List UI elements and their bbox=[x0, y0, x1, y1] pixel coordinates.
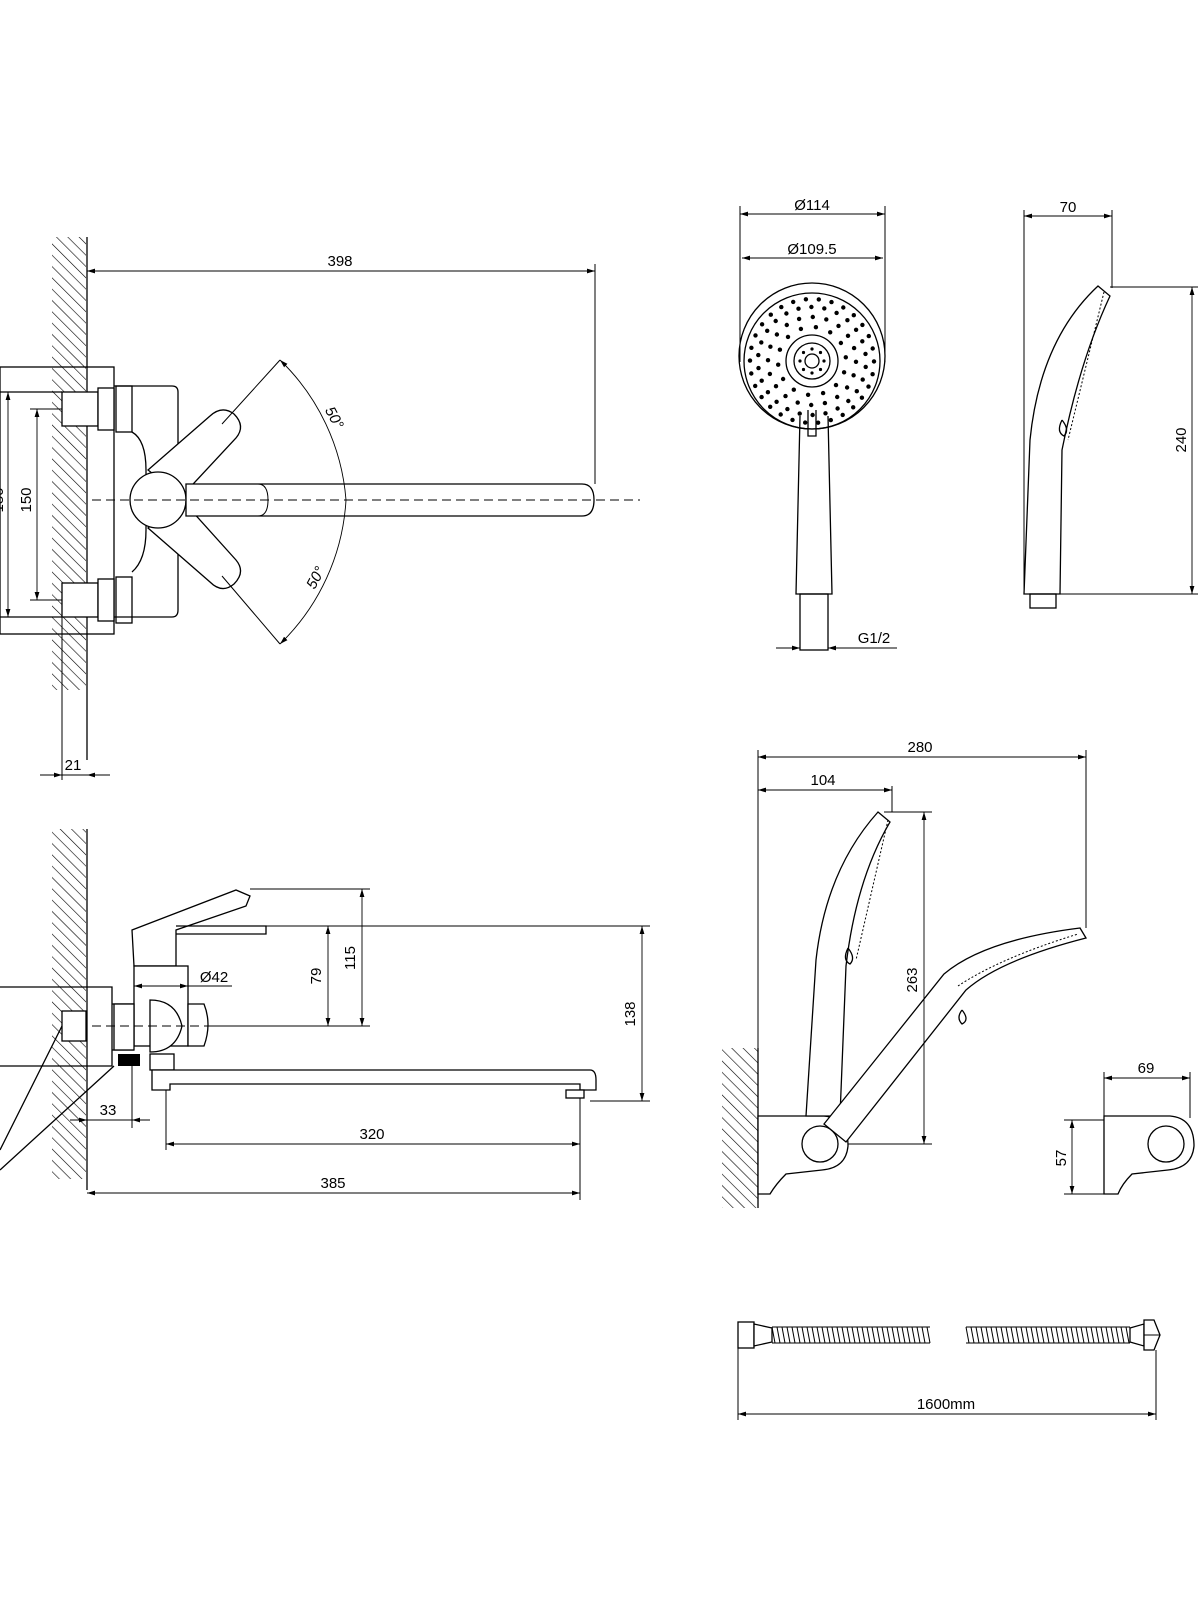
dim-79-label: 79 bbox=[308, 968, 325, 985]
wall-hatch-holder bbox=[722, 1048, 758, 1208]
bracket-detail-view bbox=[1064, 1072, 1195, 1195]
dim-150-label: 150 bbox=[18, 487, 35, 512]
shower-hose-view bbox=[737, 1319, 1161, 1420]
dim-398-label: 398 bbox=[327, 253, 352, 270]
dim-180-label: 180 bbox=[0, 487, 7, 512]
shower-head-side-view bbox=[1023, 210, 1198, 609]
dim-hose-label: 1600mm bbox=[917, 1396, 975, 1413]
dim-70-label: 70 bbox=[1060, 199, 1077, 216]
dim-115-label: 115 bbox=[342, 946, 359, 970]
dim-138-label: 138 bbox=[622, 1001, 639, 1026]
shower-holder-view bbox=[722, 750, 1088, 1208]
dim-angle-upper-label: 50° bbox=[321, 404, 347, 432]
mixer-top-view bbox=[0, 237, 640, 780]
dim-320-label: 320 bbox=[359, 1126, 384, 1143]
shower-head-front-view bbox=[738, 206, 897, 651]
nozzle-dots bbox=[747, 297, 877, 425]
wall-hatch-lower bbox=[52, 829, 86, 1179]
dim-57-label: 57 bbox=[1053, 1150, 1070, 1167]
dim-21-label: 21 bbox=[65, 757, 82, 774]
dim-104-label: 104 bbox=[810, 772, 835, 789]
dim-385-label: 385 bbox=[320, 1175, 345, 1192]
dim-263-label: 263 bbox=[904, 967, 921, 992]
dim-33-label: 33 bbox=[100, 1102, 117, 1119]
dim-280-label: 280 bbox=[907, 739, 932, 756]
wall-hatch bbox=[52, 237, 86, 690]
dim-angle-lower-label: 50° bbox=[303, 564, 329, 592]
dim-dia-114-label: Ø114 bbox=[794, 197, 830, 214]
dim-240-label: 240 bbox=[1173, 427, 1190, 452]
dim-dia-109-label: Ø109.5 bbox=[787, 241, 836, 258]
dim-dia-42-label: Ø42 bbox=[200, 969, 228, 986]
dim-69-label: 69 bbox=[1138, 1060, 1155, 1077]
mixer-side-view bbox=[0, 829, 650, 1200]
dim-thread-label: G1/2 bbox=[858, 630, 891, 647]
